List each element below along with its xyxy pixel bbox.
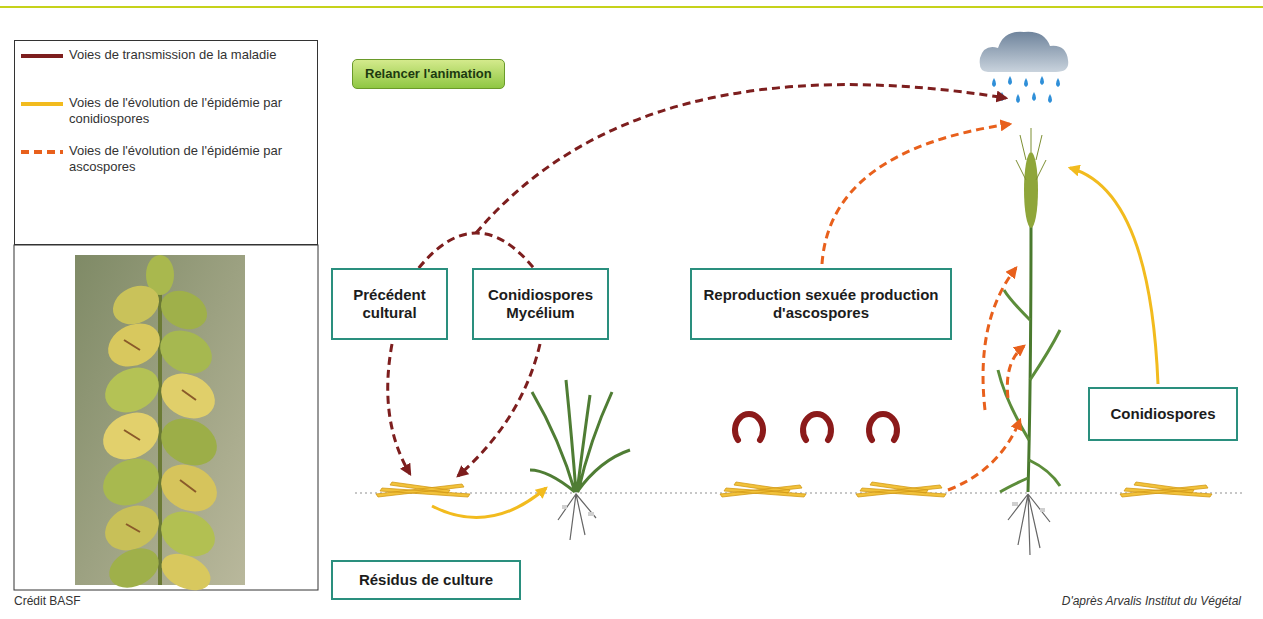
spikelet [153,410,224,474]
legend-row: Voies de transmission de la maladie [15,47,315,91]
spikelet [154,503,223,565]
pathways [388,85,1158,518]
rain-drop [1056,78,1060,87]
perithecium [803,414,831,440]
photo-frame [14,245,318,590]
legend-line-sample [21,150,63,154]
conidiospore-arrow [1070,168,1158,384]
perithecium [869,414,897,440]
transmission-arrow [476,85,1006,233]
rain-drop [1032,92,1036,101]
source-credit: D'après Arvalis Institut du Végétal [1062,594,1241,608]
wheat-photo [75,255,245,585]
conidiospore-arrow [432,488,546,518]
leaf [998,290,1060,492]
spikelet [95,450,166,514]
ear-stem [158,262,162,585]
ascospore-arrow [1007,346,1024,398]
legend-row: Voies de l'évolution de l'épidémie par c… [15,95,315,139]
rain-cloud [980,32,1069,103]
wheat-ear [95,255,224,597]
roots [558,494,596,540]
rain-drop [992,78,996,87]
rain-drop [1040,76,1044,85]
node-text: Relancer l'animation [365,66,492,82]
perithecia [735,414,897,440]
legend-line [21,99,63,109]
spikelet [156,547,217,598]
legend-text: Voies de l'évolution de l'épidémie par c… [69,95,305,128]
soil-grain [588,512,594,516]
rain-drops [992,76,1060,103]
rain-drop [1048,94,1052,103]
roots [1008,494,1050,555]
spore-box: Conidiospores [1088,387,1238,441]
straw-piles [376,482,1212,497]
rain-drop [1008,76,1012,85]
stage-box: Reproduction sexuée production d'ascospo… [690,268,952,340]
leaf [530,380,630,492]
node-text: Résidus de culture [359,571,493,589]
replay-button: Relancer l'animation [352,59,505,89]
lesion-streak [124,340,196,532]
legend-text: Voies de l'évolution de l'épidémie par a… [69,143,305,176]
awns [1016,128,1046,180]
transmission-arrow [458,344,540,476]
spikelet [107,279,166,332]
residue-box: Résidus de culture [331,560,521,600]
legend-box: Voies de transmission de la maladieVoies… [14,40,318,245]
spikelet [98,359,167,421]
spikelet [153,456,224,520]
node-text: Conidiospores Mycélium [484,286,597,322]
legend-row: Voies de l'évolution de l'épidémie par a… [15,143,315,187]
transmission-arrow [388,344,410,474]
straw-pile [376,482,470,497]
credit-text: Crédit BASF [14,594,81,608]
stem [1028,225,1031,492]
transmission-connector [419,233,534,268]
spikelet [103,541,165,596]
young-plant [530,380,630,540]
rain-drop [1024,78,1028,87]
legend-line-sample [21,54,63,58]
wheat-head [1024,152,1038,228]
wheat-plant [998,128,1060,555]
ascospore-arrow [983,268,1016,410]
node-text: Reproduction sexuée production d'ascospo… [702,286,940,322]
top-rule [0,6,1263,8]
node-text: Conidiospores [1110,405,1215,423]
rain-drop [1000,92,1004,101]
legend-line [21,51,63,61]
legend-line [21,147,63,157]
spikelet [95,404,166,468]
soil-grain [562,505,567,509]
soil-grain [1012,502,1018,506]
spikelet [101,315,167,374]
straw-pile [856,482,946,497]
legend-line-sample [21,102,63,106]
straw-pile [1120,482,1212,497]
source-box: Conidiospores Mycélium [472,268,609,340]
spikelet [154,365,223,427]
spikelet [153,322,219,381]
legend-text: Voies de transmission de la maladie [69,47,305,63]
rain-drop [1016,94,1020,103]
perithecium [735,414,763,440]
straw-pile [720,482,806,497]
cloud [980,32,1069,72]
ascospore-arrow [822,124,1010,264]
node-text: Précédent cultural [343,286,436,322]
source-box: Précédent cultural [331,268,448,340]
spikelet [155,284,214,337]
soil-grain [1040,508,1045,512]
ascospore-arrow [948,420,1020,490]
